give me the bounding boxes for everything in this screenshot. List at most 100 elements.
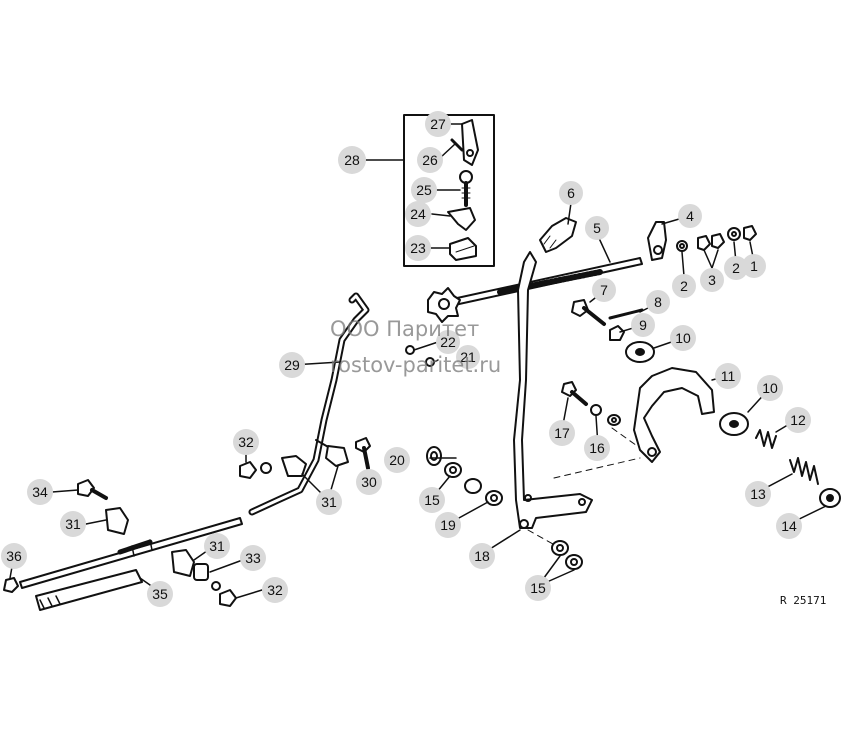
washer-part-15b xyxy=(551,540,569,556)
svg-text:3: 3 xyxy=(708,272,716,288)
inset-kit-box xyxy=(403,114,495,267)
nut-part xyxy=(609,325,625,341)
svg-text:27: 27 xyxy=(430,116,446,132)
svg-text:1: 1 xyxy=(750,258,758,274)
nut-part-32a xyxy=(239,461,257,479)
pin-part xyxy=(450,138,464,152)
washer-part-15c xyxy=(565,554,583,570)
washers-nuts-row xyxy=(676,225,757,252)
center-lines xyxy=(527,427,641,549)
bolt-part-17 xyxy=(561,381,588,406)
callout-31: 31 xyxy=(316,489,342,515)
bolt-part-34 xyxy=(77,479,108,500)
cable-tube-part xyxy=(19,517,243,589)
svg-text:26: 26 xyxy=(422,152,438,168)
svg-text:31: 31 xyxy=(209,538,225,554)
callout-32: 32 xyxy=(233,429,259,455)
washer-part-33b xyxy=(211,581,221,591)
callout-35: 35 xyxy=(147,581,173,607)
svg-text:35: 35 xyxy=(152,586,168,602)
bushing-part-19b xyxy=(485,490,503,506)
callout-29: 29 xyxy=(279,352,305,378)
svg-text:2: 2 xyxy=(732,260,740,276)
washer-part-32a xyxy=(260,462,272,474)
callout-12: 12 xyxy=(785,407,811,433)
callout-8: 8 xyxy=(646,290,670,314)
svg-text:23: 23 xyxy=(410,240,426,256)
watermark: ООО Паритет rostov-paritet.ru xyxy=(330,317,501,377)
svg-text:32: 32 xyxy=(267,582,283,598)
cable-clamp-part-c xyxy=(105,507,129,535)
callout-15: 15 xyxy=(419,487,445,513)
nut-part-36 xyxy=(3,577,19,593)
drawing-reference-code: R 25171 xyxy=(780,594,826,607)
cam-arm-part xyxy=(633,367,715,463)
nut-part-32b xyxy=(219,589,237,607)
nut-part-16 xyxy=(590,404,602,416)
sleeve-part-33 xyxy=(193,563,209,581)
spring-sleeve-part-35 xyxy=(35,569,143,611)
svg-text:15: 15 xyxy=(424,492,440,508)
callout-15: 15 xyxy=(525,575,551,601)
bracket-part xyxy=(447,207,476,231)
svg-text:29: 29 xyxy=(284,357,300,373)
callout-9: 9 xyxy=(631,313,655,337)
callout-17: 17 xyxy=(549,420,575,446)
svg-text:33: 33 xyxy=(245,550,261,566)
svg-text:8: 8 xyxy=(654,294,662,310)
svg-text:31: 31 xyxy=(65,516,81,532)
washer-part-14 xyxy=(819,488,841,508)
callout-4: 4 xyxy=(678,204,702,228)
svg-text:2: 2 xyxy=(680,278,688,294)
cable-clamp-part-a xyxy=(281,455,307,477)
watermark-line-1: ООО Паритет xyxy=(330,317,479,341)
svg-text:36: 36 xyxy=(6,548,22,564)
svg-text:10: 10 xyxy=(762,380,778,396)
bushing-part-20 xyxy=(426,446,442,466)
bolt-part xyxy=(571,299,606,326)
callout-7: 7 xyxy=(592,278,616,302)
callout-21: 21 xyxy=(456,345,480,369)
callout-30: 30 xyxy=(356,469,382,495)
callout-2: 2 xyxy=(724,256,748,280)
svg-text:18: 18 xyxy=(474,548,490,564)
callout-20: 20 xyxy=(384,447,410,473)
inset-leaders xyxy=(365,123,463,249)
svg-text:16: 16 xyxy=(589,440,605,456)
callout-32: 32 xyxy=(262,577,288,603)
svg-text:14: 14 xyxy=(781,518,797,534)
svg-text:20: 20 xyxy=(389,452,405,468)
bolt-part-30 xyxy=(355,437,371,470)
callout-22: 22 xyxy=(436,330,460,354)
callout-11: 11 xyxy=(715,363,741,389)
washer-part-16 xyxy=(607,414,621,426)
small-spring-part xyxy=(755,429,777,449)
callout-23: 23 xyxy=(405,235,431,261)
svg-text:31: 31 xyxy=(321,494,337,510)
callout-26: 26 xyxy=(417,147,443,173)
svg-text:17: 17 xyxy=(554,425,570,441)
spring-pin-part xyxy=(608,308,644,320)
callout-10: 10 xyxy=(670,325,696,351)
callout-27: 27 xyxy=(425,111,451,137)
svg-text:11: 11 xyxy=(721,368,736,384)
callout-33: 33 xyxy=(240,545,266,571)
svg-text:4: 4 xyxy=(686,208,694,224)
callout-31: 31 xyxy=(204,533,230,559)
callout-13: 13 xyxy=(745,481,771,507)
main-lever-part xyxy=(513,251,593,529)
svg-text:22: 22 xyxy=(440,334,456,350)
callout-3: 3 xyxy=(700,268,724,292)
svg-text:25: 25 xyxy=(416,182,432,198)
svg-text:24: 24 xyxy=(410,206,426,222)
svg-text:7: 7 xyxy=(600,282,608,298)
cable-clamp-part-b xyxy=(325,445,349,467)
svg-text:30: 30 xyxy=(361,474,377,490)
callout-5: 5 xyxy=(585,216,609,240)
svg-text:12: 12 xyxy=(790,412,806,428)
callout-10: 10 xyxy=(757,375,783,401)
callout-2: 2 xyxy=(672,274,696,298)
callout-bubbles: 1 2 2 3 4 5 6 7 8 9 10 10 11 12 13 14 15… xyxy=(1,111,811,607)
roller-part xyxy=(625,341,655,363)
